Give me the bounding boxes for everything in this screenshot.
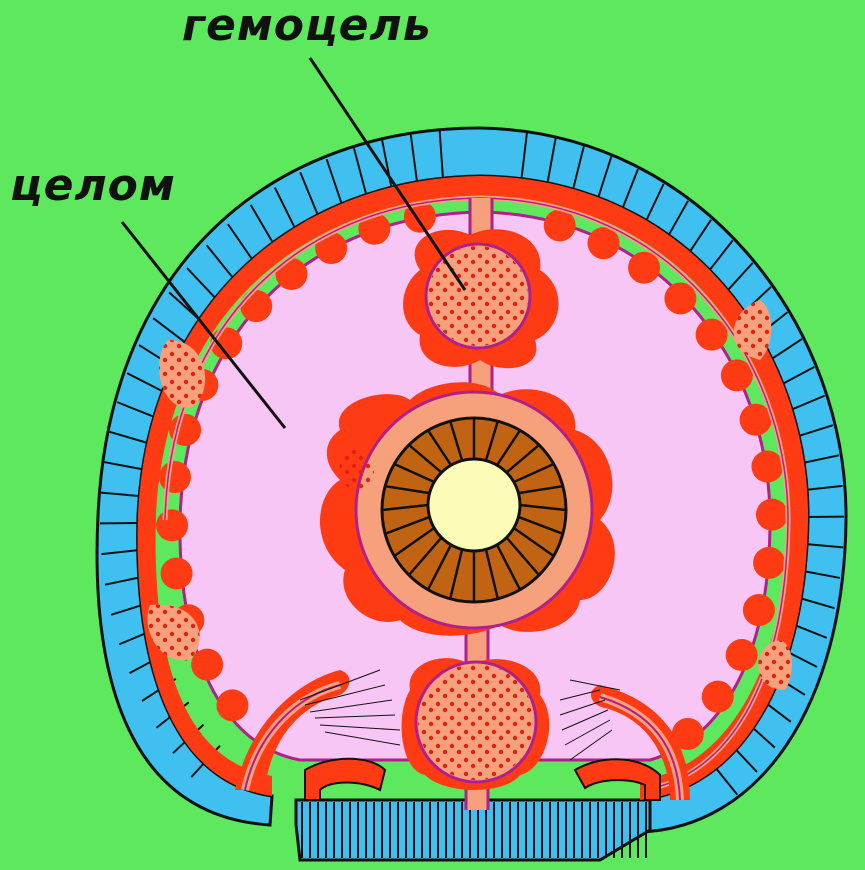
muscle-lobe xyxy=(159,461,191,493)
muscle-lobe xyxy=(702,681,734,713)
muscle-lobe xyxy=(753,547,785,579)
gut xyxy=(320,382,615,635)
muscle-lobe xyxy=(240,290,272,322)
muscle-lobe xyxy=(740,404,772,436)
muscle-lobe xyxy=(743,594,775,626)
dorsal-blood-vessel xyxy=(403,229,558,368)
muscle-lobe xyxy=(156,509,188,541)
muscle-lobe xyxy=(191,649,223,681)
muscle-lobe xyxy=(628,252,660,284)
muscle-lobe xyxy=(756,499,788,531)
coelom-label: целом xyxy=(10,160,176,211)
muscle-lobe xyxy=(664,282,696,314)
hemocoel-label: гемоцель xyxy=(182,0,432,51)
muscle-lobe xyxy=(588,227,620,259)
ventral-blood-vessel xyxy=(402,658,550,790)
muscle-lobe xyxy=(726,639,758,671)
muscle-lobe xyxy=(751,451,783,483)
muscle-lobe xyxy=(216,689,248,721)
muscle-lobe xyxy=(161,557,193,589)
